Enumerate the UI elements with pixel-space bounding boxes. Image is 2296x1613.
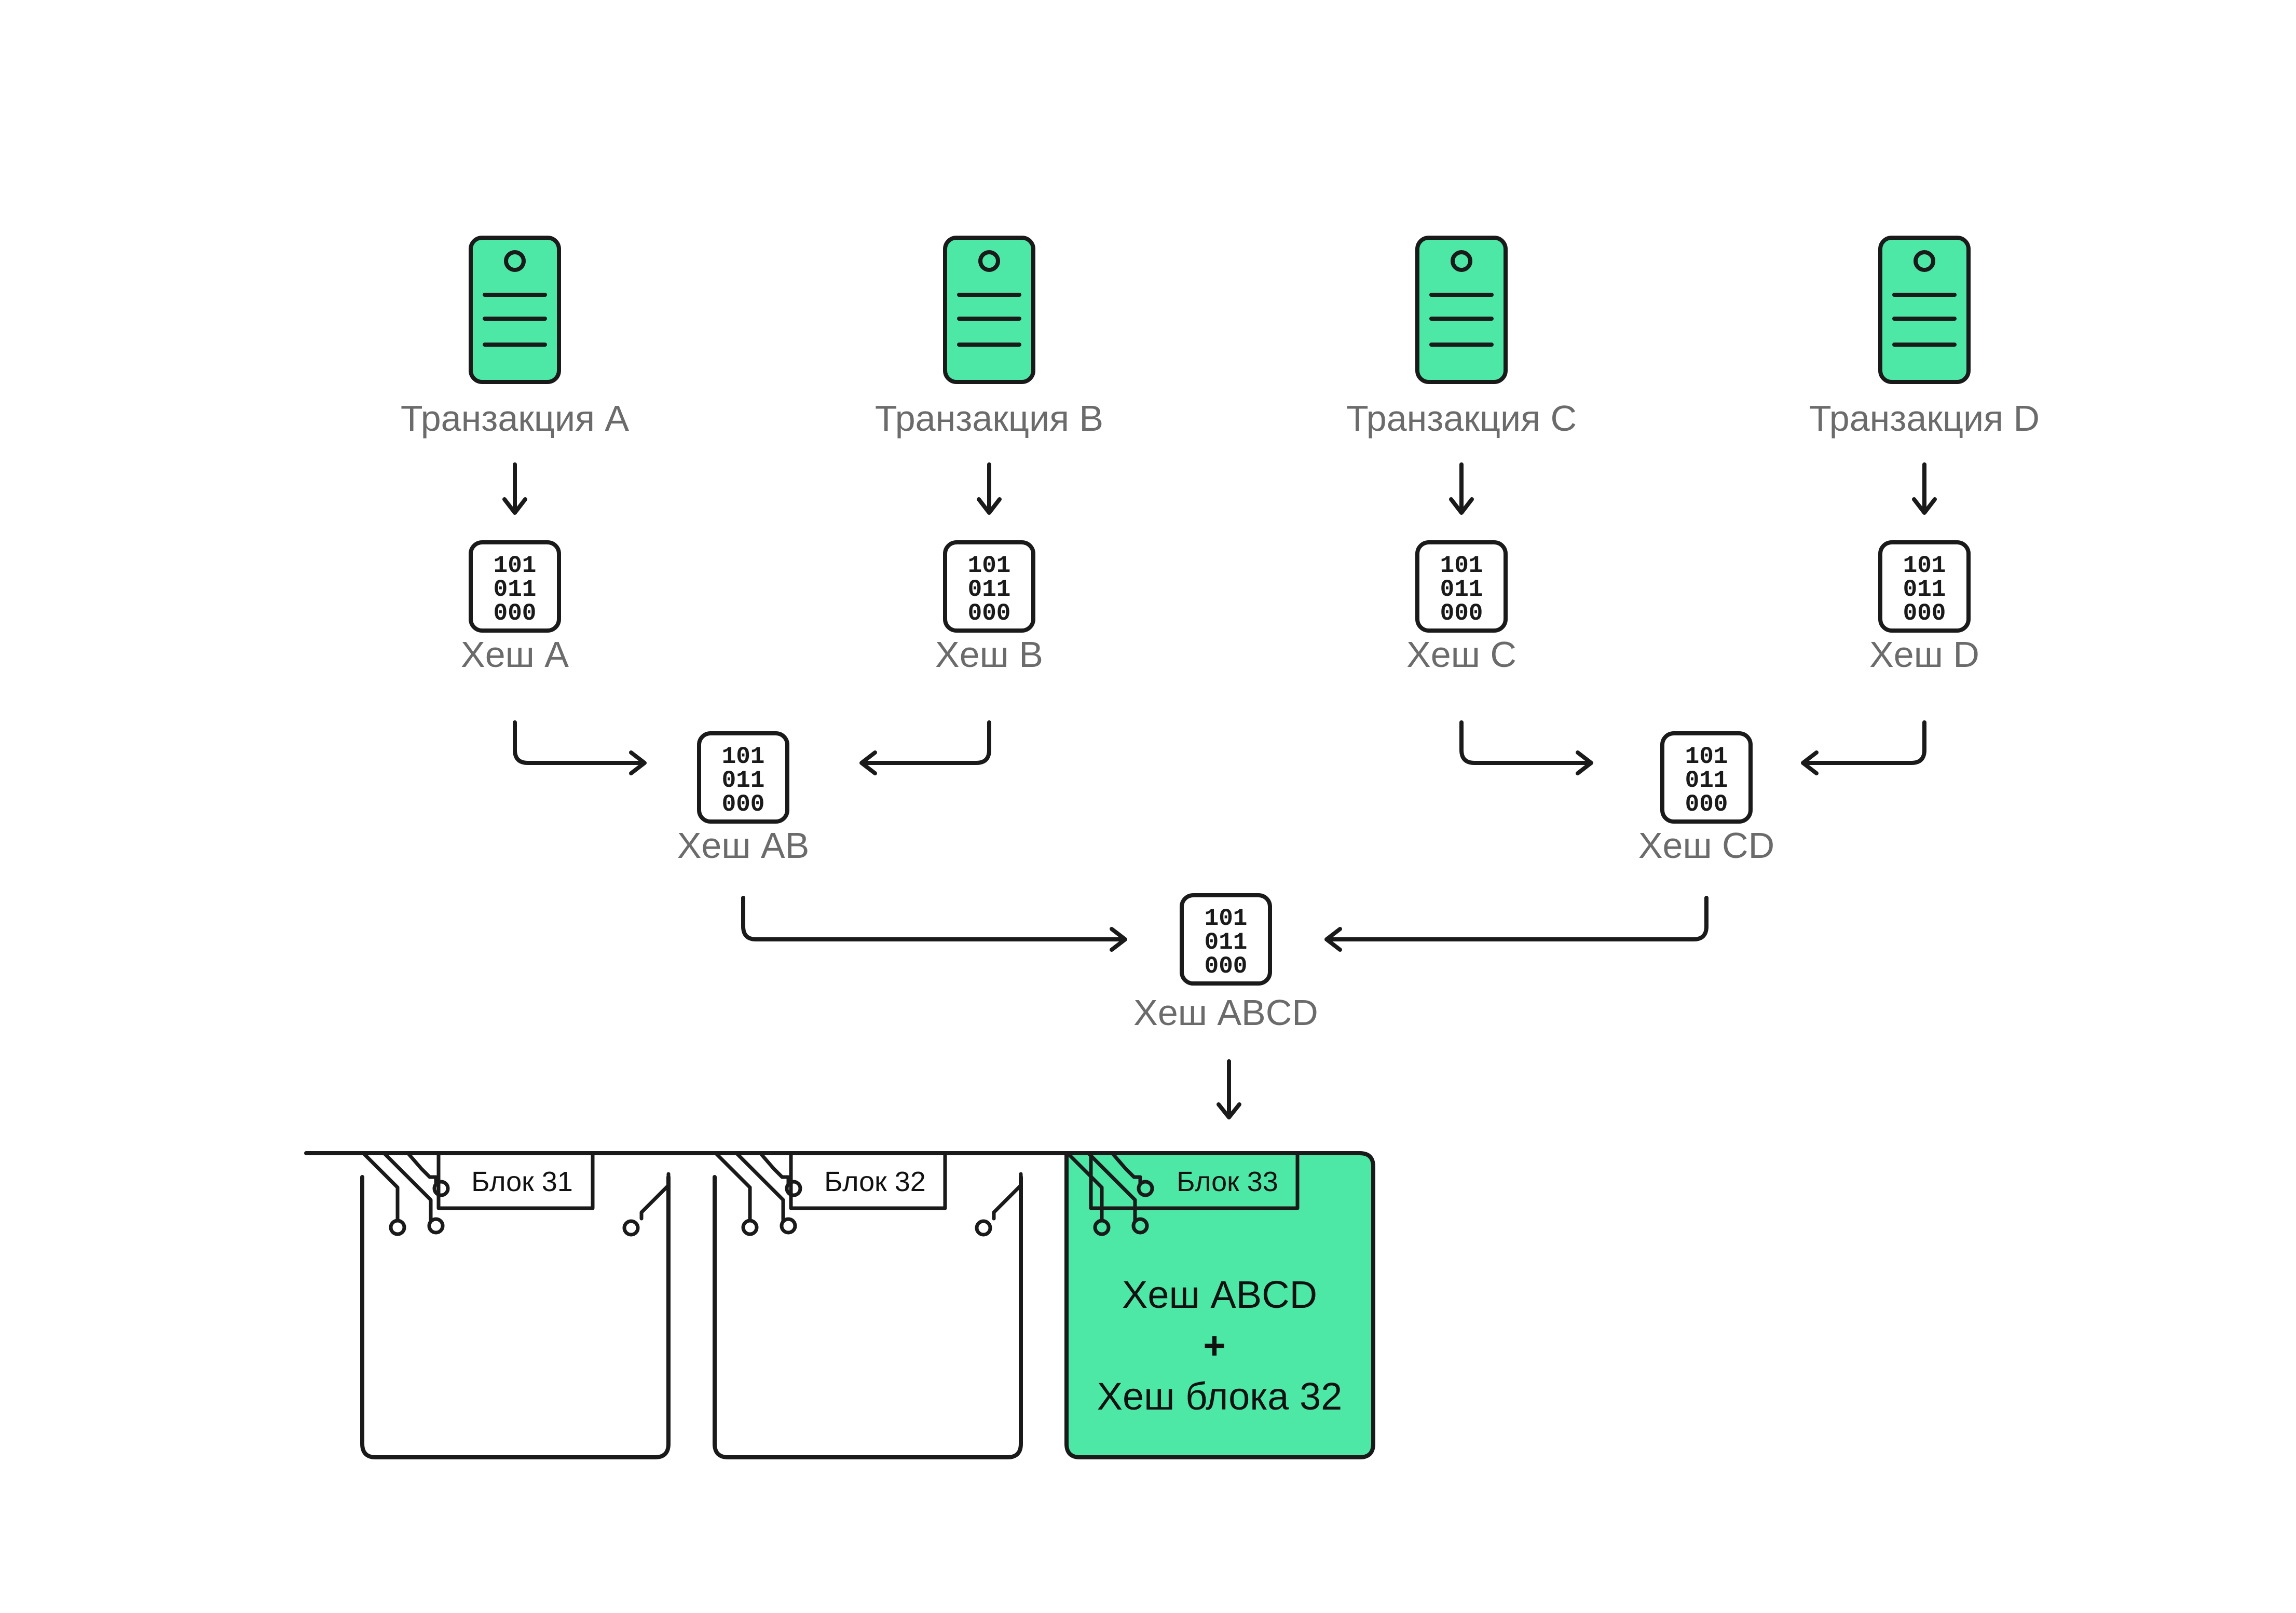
svg-text:101: 101 [1903, 552, 1946, 579]
svg-text:101: 101 [1440, 552, 1483, 579]
server-icon [469, 236, 561, 384]
arrows-hash-to-pair [513, 720, 1926, 775]
transaction-c-label: Транзакция C [1346, 398, 1577, 439]
svg-text:011: 011 [1903, 576, 1946, 603]
arrow-down-a [502, 462, 527, 515]
transaction-c: Транзакция C [1346, 236, 1577, 439]
transaction-d: Транзакция D [1809, 236, 2040, 439]
svg-text:000: 000 [494, 600, 537, 627]
svg-text:101: 101 [1685, 743, 1728, 770]
hash-a-label: Хеш A [461, 634, 569, 675]
arrows-transaction-to-hash [502, 462, 1937, 515]
arrows-pair-to-root [741, 896, 1709, 952]
server-icon [1415, 236, 1508, 384]
arrow-down-c [1449, 462, 1474, 515]
hash-d: 101 011 000 Хеш D [1869, 540, 1979, 675]
binary-hash-icon: 101 011 000 [1878, 540, 1971, 633]
block-32-label: Блок 32 [824, 1166, 926, 1197]
svg-text:011: 011 [722, 767, 765, 794]
hash-cd-label: Хеш CD [1638, 825, 1774, 866]
svg-text:011: 011 [1440, 576, 1483, 603]
arrow-c-to-cd [1459, 720, 1593, 775]
hash-a: 101 011 000 Хеш A [461, 540, 569, 675]
svg-text:000: 000 [1903, 600, 1946, 627]
arrow-cd-to-abcd [1324, 896, 1709, 952]
hash-c-label: Хеш C [1406, 634, 1516, 675]
binary-hash-icon: 101 011 000 [1415, 540, 1508, 633]
arrow-d-to-cd [1801, 720, 1926, 775]
server-icon [943, 236, 1035, 384]
hash-b: 101 011 000 Хеш B [935, 540, 1043, 675]
hash-c: 101 011 000 Хеш C [1406, 540, 1516, 675]
arrow-ab-to-abcd [741, 896, 1127, 952]
circuit-icon [714, 1151, 1023, 1237]
svg-text:011: 011 [1685, 767, 1728, 794]
blockchain: Блок 31 Блок 32 [304, 1151, 1375, 1459]
hash-cd: 101 011 000 Хеш CD [1638, 731, 1774, 866]
svg-text:101: 101 [1205, 905, 1248, 932]
svg-text:000: 000 [1685, 791, 1728, 818]
arrow-down-b [977, 462, 1002, 515]
svg-text:000: 000 [968, 600, 1011, 627]
binary-hash-icon: 101 011 000 [469, 540, 561, 633]
svg-text:101: 101 [722, 743, 765, 770]
hash-ab-label: Хеш AB [677, 825, 810, 866]
block-32: Блок 32 [713, 1151, 1069, 1459]
svg-text:101: 101 [968, 552, 1011, 579]
binary-hash-icon: 101 011 000 [1180, 893, 1272, 986]
arrow-b-to-ab [859, 720, 991, 775]
transaction-b: Транзакция B [875, 236, 1103, 439]
circuit-icon [361, 1151, 671, 1237]
arrow-down-d [1912, 462, 1937, 515]
transaction-a: Транзакция A [401, 236, 630, 439]
transaction-b-label: Транзакция B [875, 398, 1103, 439]
svg-text:011: 011 [494, 576, 537, 603]
svg-text:000: 000 [1205, 953, 1248, 980]
block-33-root-hash: Хеш ABCD [1122, 1273, 1317, 1316]
svg-text:000: 000 [722, 791, 765, 818]
transaction-d-label: Транзакция D [1809, 398, 2040, 439]
svg-text:011: 011 [968, 576, 1011, 603]
block-31-label: Блок 31 [471, 1166, 573, 1197]
binary-hash-icon: 101 011 000 [943, 540, 1035, 633]
hash-ab: 101 011 000 Хеш AB [677, 731, 810, 866]
binary-hash-icon: 101 011 000 [1660, 731, 1753, 824]
server-icon [1878, 236, 1971, 384]
block-31: Блок 31 [360, 1151, 718, 1459]
svg-text:000: 000 [1440, 600, 1483, 627]
arrow-a-to-ab [513, 720, 647, 775]
transaction-a-label: Транзакция A [401, 398, 630, 439]
block-33: Блок 33 Хеш ABCD + Хеш блока 32 [1064, 1151, 1375, 1459]
hash-d-label: Хеш D [1869, 634, 1979, 675]
svg-text:011: 011 [1205, 929, 1248, 956]
block-33-prev-hash: Хеш блока 32 [1097, 1375, 1343, 1418]
binary-hash-icon: 101 011 000 [697, 731, 789, 824]
hash-abcd: 101 011 000 Хеш ABCD [1133, 893, 1318, 1033]
arrow-abcd-to-block [1217, 1059, 1241, 1119]
block-33-label: Блок 33 [1177, 1166, 1278, 1197]
hash-abcd-label: Хеш ABCD [1133, 992, 1318, 1033]
hash-b-label: Хеш B [935, 634, 1043, 675]
circuit-icon [1065, 1151, 1154, 1236]
svg-text:101: 101 [494, 552, 537, 579]
block-33-plus: + [1203, 1324, 1225, 1367]
